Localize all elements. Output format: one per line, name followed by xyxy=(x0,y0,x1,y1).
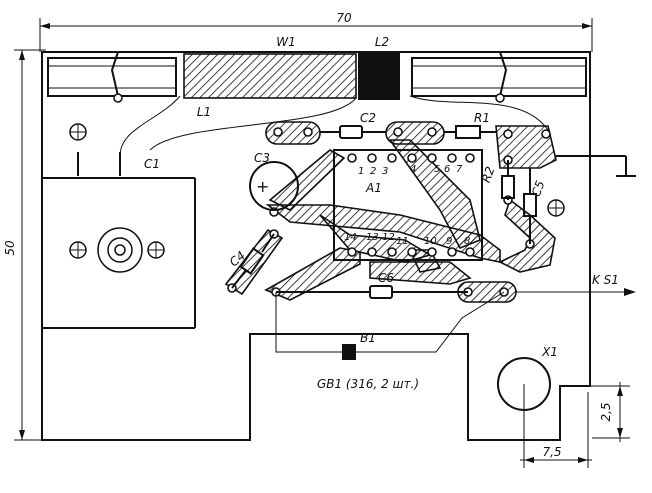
ferrite-antenna-w1: W1 L2 L1 xyxy=(47,35,587,157)
label-ks1: K S1 xyxy=(592,273,619,287)
label-c2: C2 xyxy=(360,111,376,125)
label-a1: A1 xyxy=(365,181,382,195)
capacitor-c4: C4 xyxy=(227,233,275,289)
ic-pin-4: 4 xyxy=(410,164,416,175)
label-c3: C3 xyxy=(254,151,270,165)
label-w1: W1 xyxy=(276,35,296,49)
jack-x1: X1 xyxy=(497,345,558,420)
c3-plus-sign: + xyxy=(256,177,269,196)
ic-top-pads xyxy=(347,153,475,163)
ic-pin-8: 8 xyxy=(464,236,470,247)
output-ks1: K S1 xyxy=(516,273,636,296)
capacitor-c2: C2 xyxy=(320,111,386,139)
battery-gb1-wiring: B1 GB1 (316, 2 шт.) xyxy=(275,291,505,391)
label-c1: C1 xyxy=(144,157,160,171)
variable-capacitor-c1: C1 xyxy=(42,152,195,273)
printed-traces xyxy=(224,121,557,303)
dimension-width-label: 70 xyxy=(336,11,352,25)
mounting-holes xyxy=(69,123,565,217)
ic-pin-13: 13 xyxy=(366,232,379,243)
resistor-r1: R1 xyxy=(444,111,496,139)
ic-pin-7: 7 xyxy=(456,164,463,175)
dimension-x1-h-label: 7,5 xyxy=(542,445,561,459)
dimension-height: 50 xyxy=(3,49,46,441)
label-c5: C5 xyxy=(529,179,548,199)
capacitor-c5: C5 xyxy=(523,168,548,244)
label-r1: R1 xyxy=(474,111,490,125)
ic-pin-6: 6 xyxy=(444,164,450,175)
ground-connection xyxy=(556,155,636,177)
label-b1: B1 xyxy=(360,331,376,345)
label-c6: C6 xyxy=(378,271,394,285)
dimension-x1-horizontal: 7,5 xyxy=(520,392,592,468)
dimension-width: 70 xyxy=(39,11,593,52)
ic-pin-14: 14 xyxy=(344,232,357,243)
label-l2: L2 xyxy=(375,35,389,49)
capacitor-c6: C6 xyxy=(276,271,468,299)
label-r2: R2 xyxy=(479,165,498,185)
dimension-x1-v-label: 2,5 xyxy=(599,402,613,421)
ic-pin-11: 11 xyxy=(396,236,409,247)
dimension-x1-vertical: 2,5 xyxy=(560,382,630,442)
board-outline xyxy=(41,51,591,441)
ic-pin-2: 2 xyxy=(370,166,376,177)
label-gb1: GB1 (316, 2 шт.) xyxy=(317,377,419,391)
ic-pin-10: 10 xyxy=(424,236,437,247)
ic-pin-12: 12 xyxy=(382,232,395,243)
ic-bottom-pads xyxy=(347,247,475,257)
dimension-height-label: 50 xyxy=(3,240,17,256)
ic-pin-3: 3 xyxy=(382,166,388,177)
ic-a1: 1 2 3 4 5 6 7 14 13 12 11 10 9 8 A1 xyxy=(333,149,483,261)
label-x1: X1 xyxy=(541,345,558,359)
ic-pin-1: 1 xyxy=(358,166,364,177)
ic-pin-5: 5 xyxy=(434,164,440,175)
ic-pin-9: 9 xyxy=(446,236,452,247)
electrolytic-capacitor-c3: + C3 xyxy=(249,151,299,211)
label-l1: L1 xyxy=(197,105,211,119)
resistor-r2: R2 xyxy=(479,160,515,200)
